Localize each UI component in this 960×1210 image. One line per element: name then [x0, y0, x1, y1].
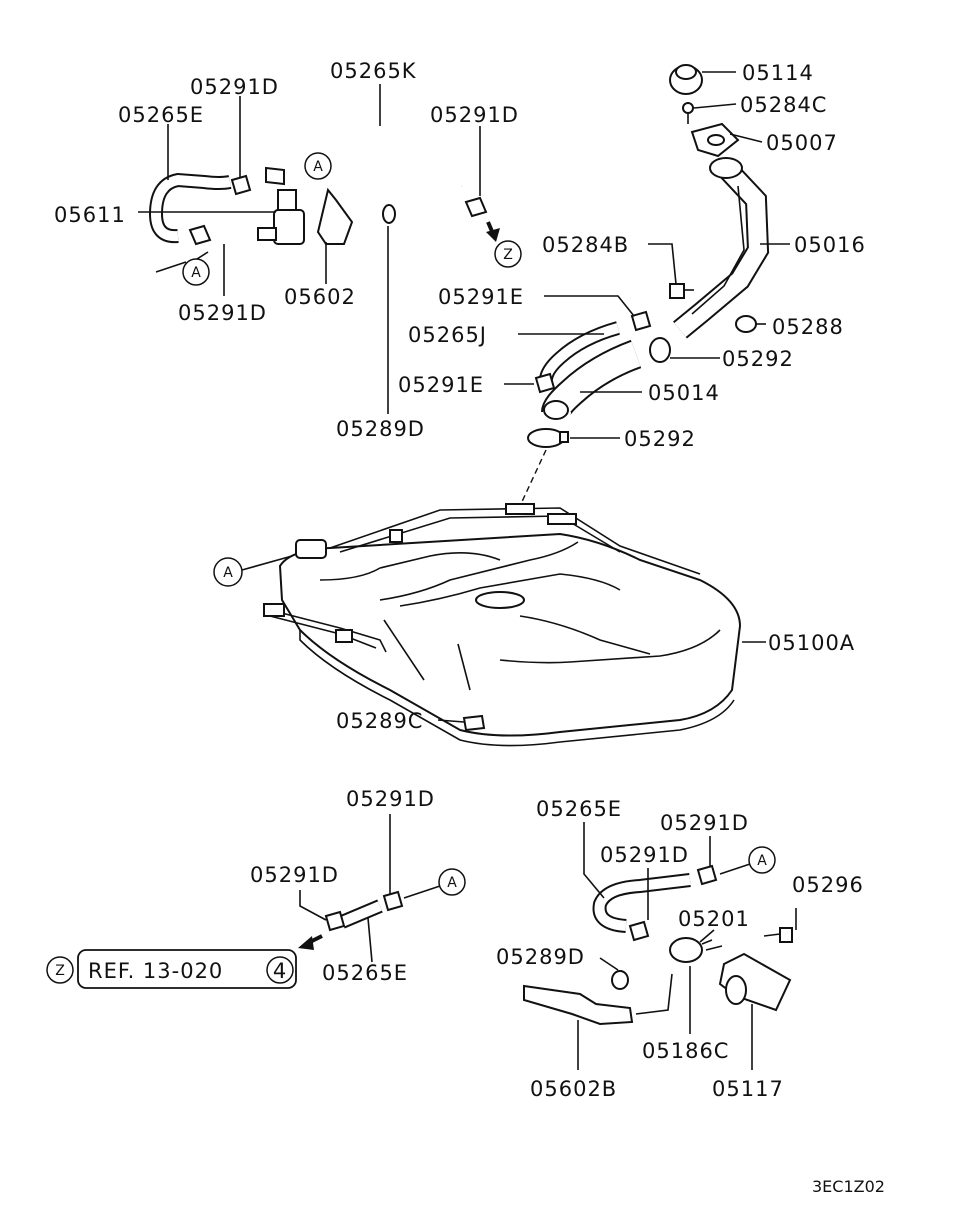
- label-05291d-d: 05291D: [346, 787, 435, 811]
- bracket-05602: [316, 187, 354, 245]
- clip-05291d-lower-right-b: [628, 920, 650, 942]
- label-05007: 05007: [766, 131, 838, 155]
- clip-05291d-upper-left: [230, 174, 252, 196]
- valve-05201: [669, 937, 723, 963]
- label-05100a: 05100A: [768, 631, 855, 655]
- svg-text:A: A: [757, 853, 767, 869]
- label-05296: 05296: [792, 873, 864, 897]
- marker-a-upper-1: A: [304, 152, 332, 180]
- canister-05117: [718, 952, 792, 1012]
- marker-z-reference: [46, 956, 74, 984]
- label-05265e-a: 05265E: [118, 103, 204, 127]
- label-05602: 05602: [284, 285, 356, 309]
- diagram-code: 3EC1Z02: [812, 1177, 885, 1196]
- label-05291d-c: 05291D: [178, 301, 267, 325]
- label-05291d-a: 05291D: [190, 75, 279, 99]
- marker-a-upper-2: A: [182, 258, 210, 286]
- label-05186c: 05186C: [642, 1039, 729, 1063]
- connector-a-top: [265, 166, 285, 186]
- hose-05265e-lower-left: [339, 899, 383, 929]
- clip-05291d-lower-left-b: [382, 890, 404, 912]
- marker-a-tank: A: [213, 557, 243, 587]
- bolt-05296: [763, 927, 793, 943]
- label-05117: 05117: [712, 1077, 784, 1101]
- hose-05265e-upper: [148, 172, 232, 244]
- label-05291d-e: 05291D: [250, 863, 339, 887]
- clip-05291e-upper: [630, 310, 652, 332]
- clip-05291d-lower-left: [188, 224, 212, 246]
- reference-text: REF. 13-020: [88, 959, 223, 983]
- bolt-05284c: [682, 102, 694, 124]
- label-05288: 05288: [772, 315, 844, 339]
- reference-frame: [77, 949, 297, 989]
- label-05291e-b: 05291E: [398, 373, 484, 397]
- label-05265e-b: 05265E: [322, 961, 408, 985]
- marker-a-lower-left: A: [438, 868, 466, 896]
- svg-text:A: A: [223, 565, 233, 581]
- clamp-05292-lower: [527, 428, 569, 448]
- cap-05114: [669, 64, 703, 95]
- clip-05291e-lower: [534, 372, 556, 394]
- grommet-05289d-lower: [611, 970, 629, 990]
- clip-05291d-lower-left-a: [324, 910, 346, 932]
- filler-neck-05016: [673, 157, 770, 339]
- label-05291d-g: 05291D: [600, 843, 689, 867]
- label-05284b: 05284B: [542, 233, 629, 257]
- label-05602b: 05602B: [530, 1077, 617, 1101]
- label-05014: 05014: [648, 381, 720, 405]
- label-05201: 05201: [678, 907, 750, 931]
- label-05611: 05611: [54, 203, 126, 227]
- hose-05014: [541, 339, 642, 420]
- label-05291e-a: 05291E: [438, 285, 524, 309]
- label-05289d-a: 05289D: [336, 417, 425, 441]
- label-05291d-b: 05291D: [430, 103, 519, 127]
- gasket-05007: [690, 122, 740, 158]
- hose-05265e-lower-right: [592, 873, 691, 933]
- valve-05611: [257, 189, 305, 245]
- clip-05291d-lower-right-a: [696, 864, 718, 886]
- label-05284c: 05284C: [740, 93, 827, 117]
- bolt-05284b: [669, 283, 694, 299]
- plug-05288: [735, 315, 757, 333]
- svg-text:A: A: [313, 159, 323, 175]
- label-05289c: 05289C: [336, 709, 423, 733]
- label-05292-a: 05292: [722, 347, 794, 371]
- label-05292-b: 05292: [624, 427, 696, 451]
- grommet-05289d-upper: [382, 204, 396, 224]
- label-05265k: 05265K: [330, 59, 417, 83]
- svg-text:A: A: [191, 265, 201, 281]
- reference-number: 4: [273, 959, 287, 983]
- svg-text:Z: Z: [503, 247, 513, 263]
- reference-box[interactable]: Z REF. 13-020 4: [46, 949, 297, 989]
- label-05291d-f: 05291D: [660, 811, 749, 835]
- label-05016: 05016: [794, 233, 866, 257]
- fuel-tank-05100a: [263, 503, 742, 747]
- clamp-05292-upper: [649, 337, 671, 363]
- clip-05291d-upper-right: [464, 196, 488, 218]
- grommet-05289c: [462, 714, 486, 732]
- marker-z-reference-label: Z: [55, 963, 65, 979]
- svg-text:A: A: [447, 875, 457, 891]
- label-05289d-b: 05289D: [496, 945, 585, 969]
- label-05114: 05114: [742, 61, 814, 85]
- label-05265j: 05265J: [408, 323, 487, 347]
- label-05265e-c: 05265E: [536, 797, 622, 821]
- reference-number-circle: [266, 956, 294, 984]
- marker-z-upper: Z: [494, 240, 522, 268]
- bracket-05602b: [523, 984, 634, 1026]
- marker-a-lower-right: A: [748, 846, 776, 874]
